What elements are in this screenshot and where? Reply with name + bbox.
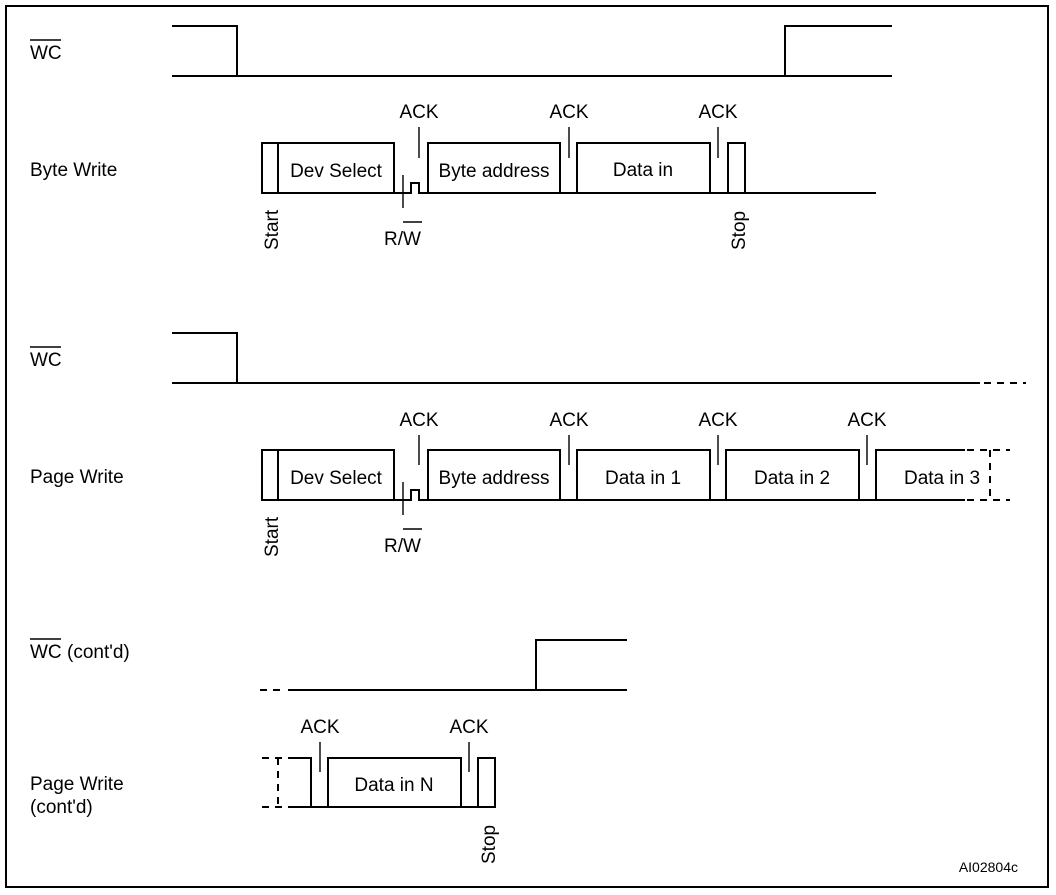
ack-label-3b: ACK — [449, 717, 488, 738]
data-in-3-field — [875, 449, 965, 501]
stop-bit-box-1 — [727, 142, 746, 194]
ack-label-1a: ACK — [399, 102, 438, 123]
rw-w-text-2: W — [403, 536, 421, 557]
data-in-1-label: Data in 1 — [605, 468, 681, 489]
page-write-sequence: Page Write Dev Select Byte address Data … — [30, 410, 1010, 557]
data-in-3-label: Data in 3 — [904, 468, 980, 489]
rw-w-text-1: W — [403, 229, 421, 250]
stop-label-3: Stop — [479, 825, 500, 864]
wc-waveform-2 — [172, 332, 980, 384]
page-write-label: Page Write — [30, 467, 124, 488]
wc-contd-label: (cont'd) — [67, 642, 130, 663]
dev-select-field-1 — [277, 142, 395, 194]
ack-label-2d: ACK — [847, 410, 886, 431]
ack-label-1c: ACK — [698, 102, 737, 123]
diagram-frame — [5, 5, 1049, 888]
rw-r-text-1: R/ — [384, 229, 404, 250]
ack-label-2a: ACK — [399, 410, 438, 431]
byte-write-sequence: Byte Write Dev Select Byte address Data … — [30, 102, 876, 250]
byte-write-label: Byte Write — [30, 160, 117, 181]
rw-ack-gap-2 — [394, 489, 428, 501]
data-in-n-label: Data in N — [354, 775, 433, 796]
byte-address-field-1 — [427, 142, 561, 194]
stop-label-1: Stop — [729, 211, 750, 250]
ack-label-2c: ACK — [698, 410, 737, 431]
ack-label-1b: ACK — [549, 102, 588, 123]
wc-signal-2: WC — [30, 332, 1026, 384]
rw-ack-gap-1 — [394, 182, 428, 194]
data-in-label: Data in — [613, 160, 673, 181]
page-write-contd-label-1: Page Write — [30, 774, 124, 795]
dev-select-label-1: Dev Select — [290, 161, 383, 182]
figure-reference: AI02804c — [959, 859, 1018, 875]
data-in-n-field — [327, 757, 462, 808]
data-in-2-label: Data in 2 — [754, 468, 830, 489]
byte-address-field-2 — [427, 449, 561, 501]
wc-label-2: WC — [30, 350, 62, 371]
byte-address-label-1: Byte address — [439, 161, 550, 182]
page-write-contd-label-2: (cont'd) — [30, 797, 93, 818]
byte-address-label-2: Byte address — [439, 468, 550, 489]
data-in-field — [576, 142, 711, 194]
wc-waveform-3 — [288, 639, 627, 691]
page-write-contd-sequence: Page Write (cont'd) Data in N ACK ACK St… — [30, 717, 500, 864]
data-in-2-field — [725, 449, 860, 501]
rw-r-text-2: R/ — [384, 536, 404, 557]
wc-signal-1: WC — [30, 25, 892, 77]
start-label-2: Start — [262, 516, 283, 557]
wc-label-1: WC — [30, 43, 62, 64]
ack-label-3a: ACK — [300, 717, 339, 738]
rw-label-1: R/ W — [384, 221, 422, 250]
data-in-1-field — [576, 449, 711, 501]
wc-label-3: WC — [30, 642, 62, 663]
stop-bit-box-3 — [477, 757, 496, 808]
ack-label-2b: ACK — [549, 410, 588, 431]
start-bit-box-1 — [261, 142, 279, 194]
start-bit-box-2 — [261, 449, 279, 501]
dev-select-label-2: Dev Select — [290, 468, 383, 489]
rw-label-2: R/ W — [384, 528, 422, 557]
wc-signal-3: WC (cont'd) — [30, 638, 627, 691]
dev-select-field-2 — [277, 449, 395, 501]
start-label-1: Start — [262, 209, 283, 250]
wc-waveform-1 — [172, 25, 892, 77]
prev-data-end — [294, 757, 312, 808]
